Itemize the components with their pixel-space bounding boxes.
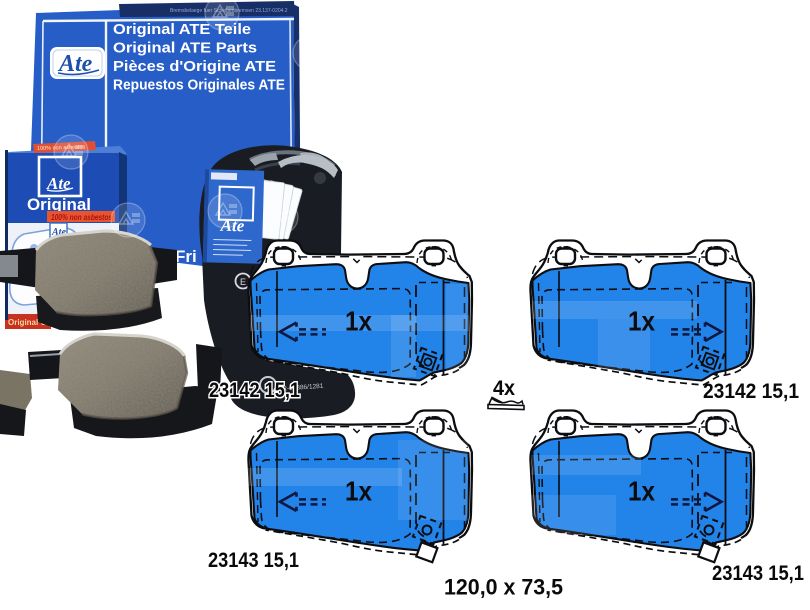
svg-text:E: E (240, 277, 246, 287)
svg-text:Repuestos Originales ATE: Repuestos Originales ATE (113, 78, 285, 94)
svg-text:Ate: Ate (46, 174, 71, 193)
svg-text:Original: Original (27, 196, 91, 214)
svg-text:1x: 1x (345, 306, 372, 337)
svg-text:23143 15,1: 23143 15,1 (712, 562, 804, 585)
svg-text:4x: 4x (493, 377, 515, 400)
svg-text:1x: 1x (345, 476, 372, 507)
svg-text:Pièces d'Origine ATE: Pièces d'Origine ATE (113, 59, 276, 75)
svg-text:1x: 1x (628, 476, 655, 507)
svg-text:Original G: Original G (8, 318, 47, 327)
svg-text:Original ATE Parts: Original ATE Parts (113, 41, 257, 57)
svg-text:atR-04386/1281: atR-04386/1281 (277, 383, 324, 393)
svg-text:Fri: Fri (175, 247, 197, 266)
svg-text:100% non asbestos: 100% non asbestos (51, 212, 112, 222)
svg-text:120,0 x 73,5: 120,0 x 73,5 (444, 575, 563, 600)
svg-text:23142 15,1: 23142 15,1 (703, 380, 799, 403)
svg-text:Ate: Ate (51, 227, 66, 238)
svg-text:23143 15,1: 23143 15,1 (208, 549, 299, 572)
svg-text:1x: 1x (628, 306, 655, 337)
svg-text:23142 15,1: 23142 15,1 (209, 379, 300, 402)
